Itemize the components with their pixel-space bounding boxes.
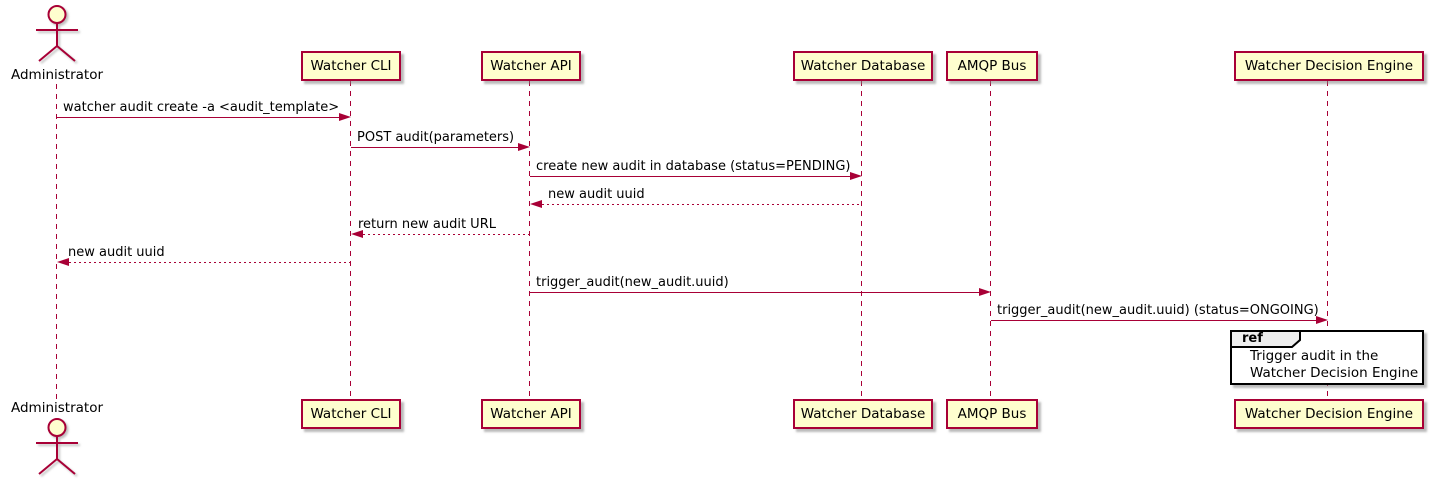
lifeline-watcher-decision-engine [1327,81,1328,399]
message-line [351,147,519,149]
arrowhead-right-icon [339,113,351,121]
message-text: new audit uuid [548,187,645,202]
message-line [363,234,530,235]
arrowhead-right-icon [979,288,991,296]
lifeline-watcher-api [529,81,530,399]
message-line [991,320,1317,322]
ref-keyword: ref [1242,331,1263,346]
participant-watcher-cli-bottom: Watcher CLI [301,399,401,429]
lifeline-administrator [56,84,57,400]
arrowhead-right-icon [1316,316,1328,324]
message-text: POST audit(parameters) [357,130,515,145]
ref-body: Trigger audit in the Watcher Decision En… [1250,348,1418,382]
message-line [57,117,340,119]
message-text: trigger_audit(new_audit.uuid) (status=ON… [997,303,1319,318]
message-text: create new audit in database (status=PEN… [536,159,851,174]
message-text: trigger_audit(new_audit.uuid) [536,275,729,290]
message-text: new audit uuid [68,245,165,260]
participant-amqp-bus-top: AMQP Bus [946,51,1038,81]
administrator-actor-icon-bottom [36,418,78,475]
message-text: watcher audit create -a <audit_template> [63,100,340,115]
message-line [542,204,861,205]
participant-watcher-database-bottom: Watcher Database [793,399,933,429]
participant-watcher-database-top: Watcher Database [793,51,933,81]
actor-administrator-label-top: Administrator [10,67,104,83]
arrowhead-left-icon [530,200,542,208]
ref-tab-icon [1230,330,1301,348]
actor-administrator-label-bottom: Administrator [10,400,104,416]
arrowhead-left-icon [351,230,363,238]
administrator-actor-icon [36,5,78,62]
ref-line-1: Trigger audit in the [1250,348,1379,364]
message-line [69,262,351,263]
participant-watcher-api-bottom: Watcher API [481,399,581,429]
ref-line-2: Watcher Decision Engine [1250,365,1419,381]
message-line [530,176,851,178]
participant-watcher-decision-engine-top: Watcher Decision Engine [1234,51,1424,81]
arrowhead-right-icon [518,143,530,151]
participant-watcher-api-top: Watcher API [481,51,581,81]
lifeline-watcher-database [861,81,862,399]
ref-fragment: ref Trigger audit in the Watcher Decisio… [1230,330,1424,385]
participant-watcher-cli-top: Watcher CLI [301,51,401,81]
message-text: return new audit URL [358,217,496,232]
participant-watcher-decision-engine-bottom: Watcher Decision Engine [1234,399,1424,429]
participant-amqp-bus-bottom: AMQP Bus [946,399,1038,429]
arrowhead-left-icon [57,258,69,266]
lifeline-watcher-cli [350,81,351,399]
arrowhead-right-icon [850,172,862,180]
message-line [530,292,980,294]
lifeline-amqp-bus [990,81,991,399]
